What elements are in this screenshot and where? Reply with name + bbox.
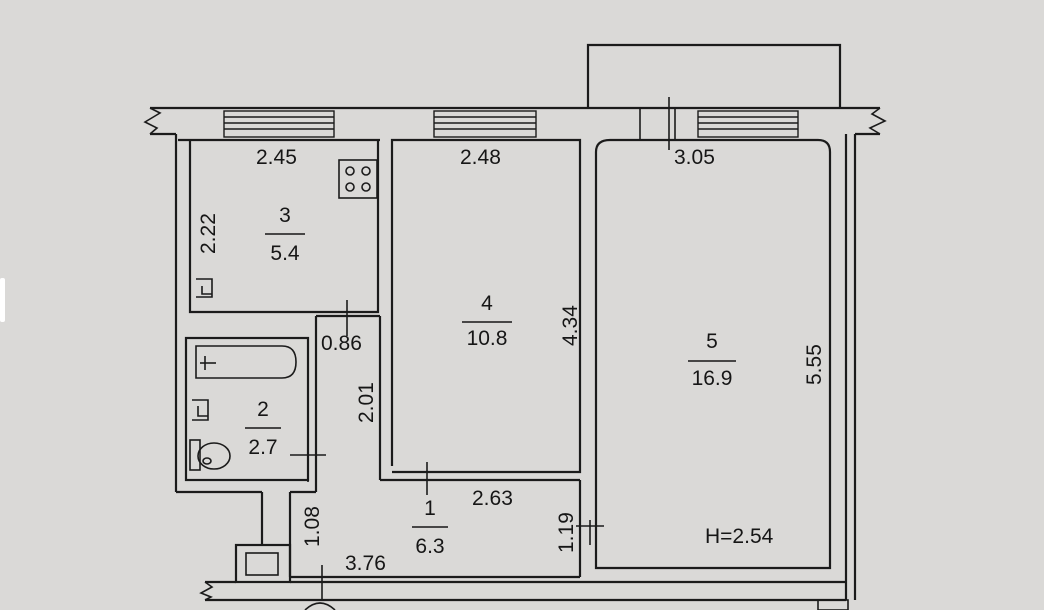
window-kitchen	[223, 110, 335, 138]
outer-wall-left	[174, 134, 264, 545]
room-5	[594, 134, 857, 600]
room-number: 2	[257, 398, 269, 421]
window-room-4	[433, 110, 537, 138]
room-number: 4	[481, 292, 493, 315]
room-area: 16.9	[692, 367, 733, 390]
kitchen-sink-icon	[196, 278, 213, 298]
room-bathroom	[184, 336, 326, 482]
dim-room4-width: 2.48	[460, 146, 501, 169]
room-kitchen	[188, 140, 380, 314]
room-area: 5.4	[270, 242, 300, 265]
dim-kitchen-width: 2.45	[256, 146, 297, 169]
room-label-4: 4 10.8	[462, 292, 512, 350]
toilet-icon	[189, 439, 231, 471]
stove-icon	[338, 159, 378, 199]
room-number: 5	[706, 330, 718, 353]
room-area: 2.7	[248, 436, 277, 459]
dim-room5-depth: 5.55	[803, 344, 826, 385]
bathtub-icon	[195, 345, 297, 379]
room-area: 6.3	[415, 535, 444, 558]
dim-door-width: 1.19	[555, 512, 578, 553]
dim-hall-length: 3.76	[345, 552, 386, 575]
window-room-5	[697, 110, 799, 138]
scroll-handle[interactable]	[0, 278, 5, 322]
dim-corridor-gap: 0.86	[321, 332, 362, 355]
room-area: 10.8	[467, 327, 508, 350]
room-number: 3	[279, 204, 291, 227]
room-label-5: 5 16.9	[688, 330, 736, 390]
balcony	[586, 43, 842, 108]
dim-room5-width: 3.05	[674, 146, 715, 169]
outer-wall-top	[143, 106, 887, 142]
room-number: 1	[424, 497, 436, 520]
ceiling-height: H=2.54	[705, 525, 774, 548]
dim-entry-depth: 1.08	[301, 506, 324, 547]
room-label-3: 3 5.4	[265, 204, 305, 265]
room-label-2: 2 2.7	[245, 398, 281, 459]
room-4	[390, 138, 582, 474]
dim-corridor-length: 2.01	[355, 382, 378, 423]
dim-kitchen-depth: 2.22	[197, 213, 220, 254]
entry	[199, 543, 849, 610]
dim-hall-width: 2.63	[472, 487, 513, 510]
room-hall	[288, 300, 604, 579]
room-label-1: 1 6.3	[412, 497, 448, 558]
dim-room4-depth: 4.34	[559, 305, 582, 346]
balcony-door	[639, 97, 676, 150]
sink-icon	[192, 399, 209, 421]
